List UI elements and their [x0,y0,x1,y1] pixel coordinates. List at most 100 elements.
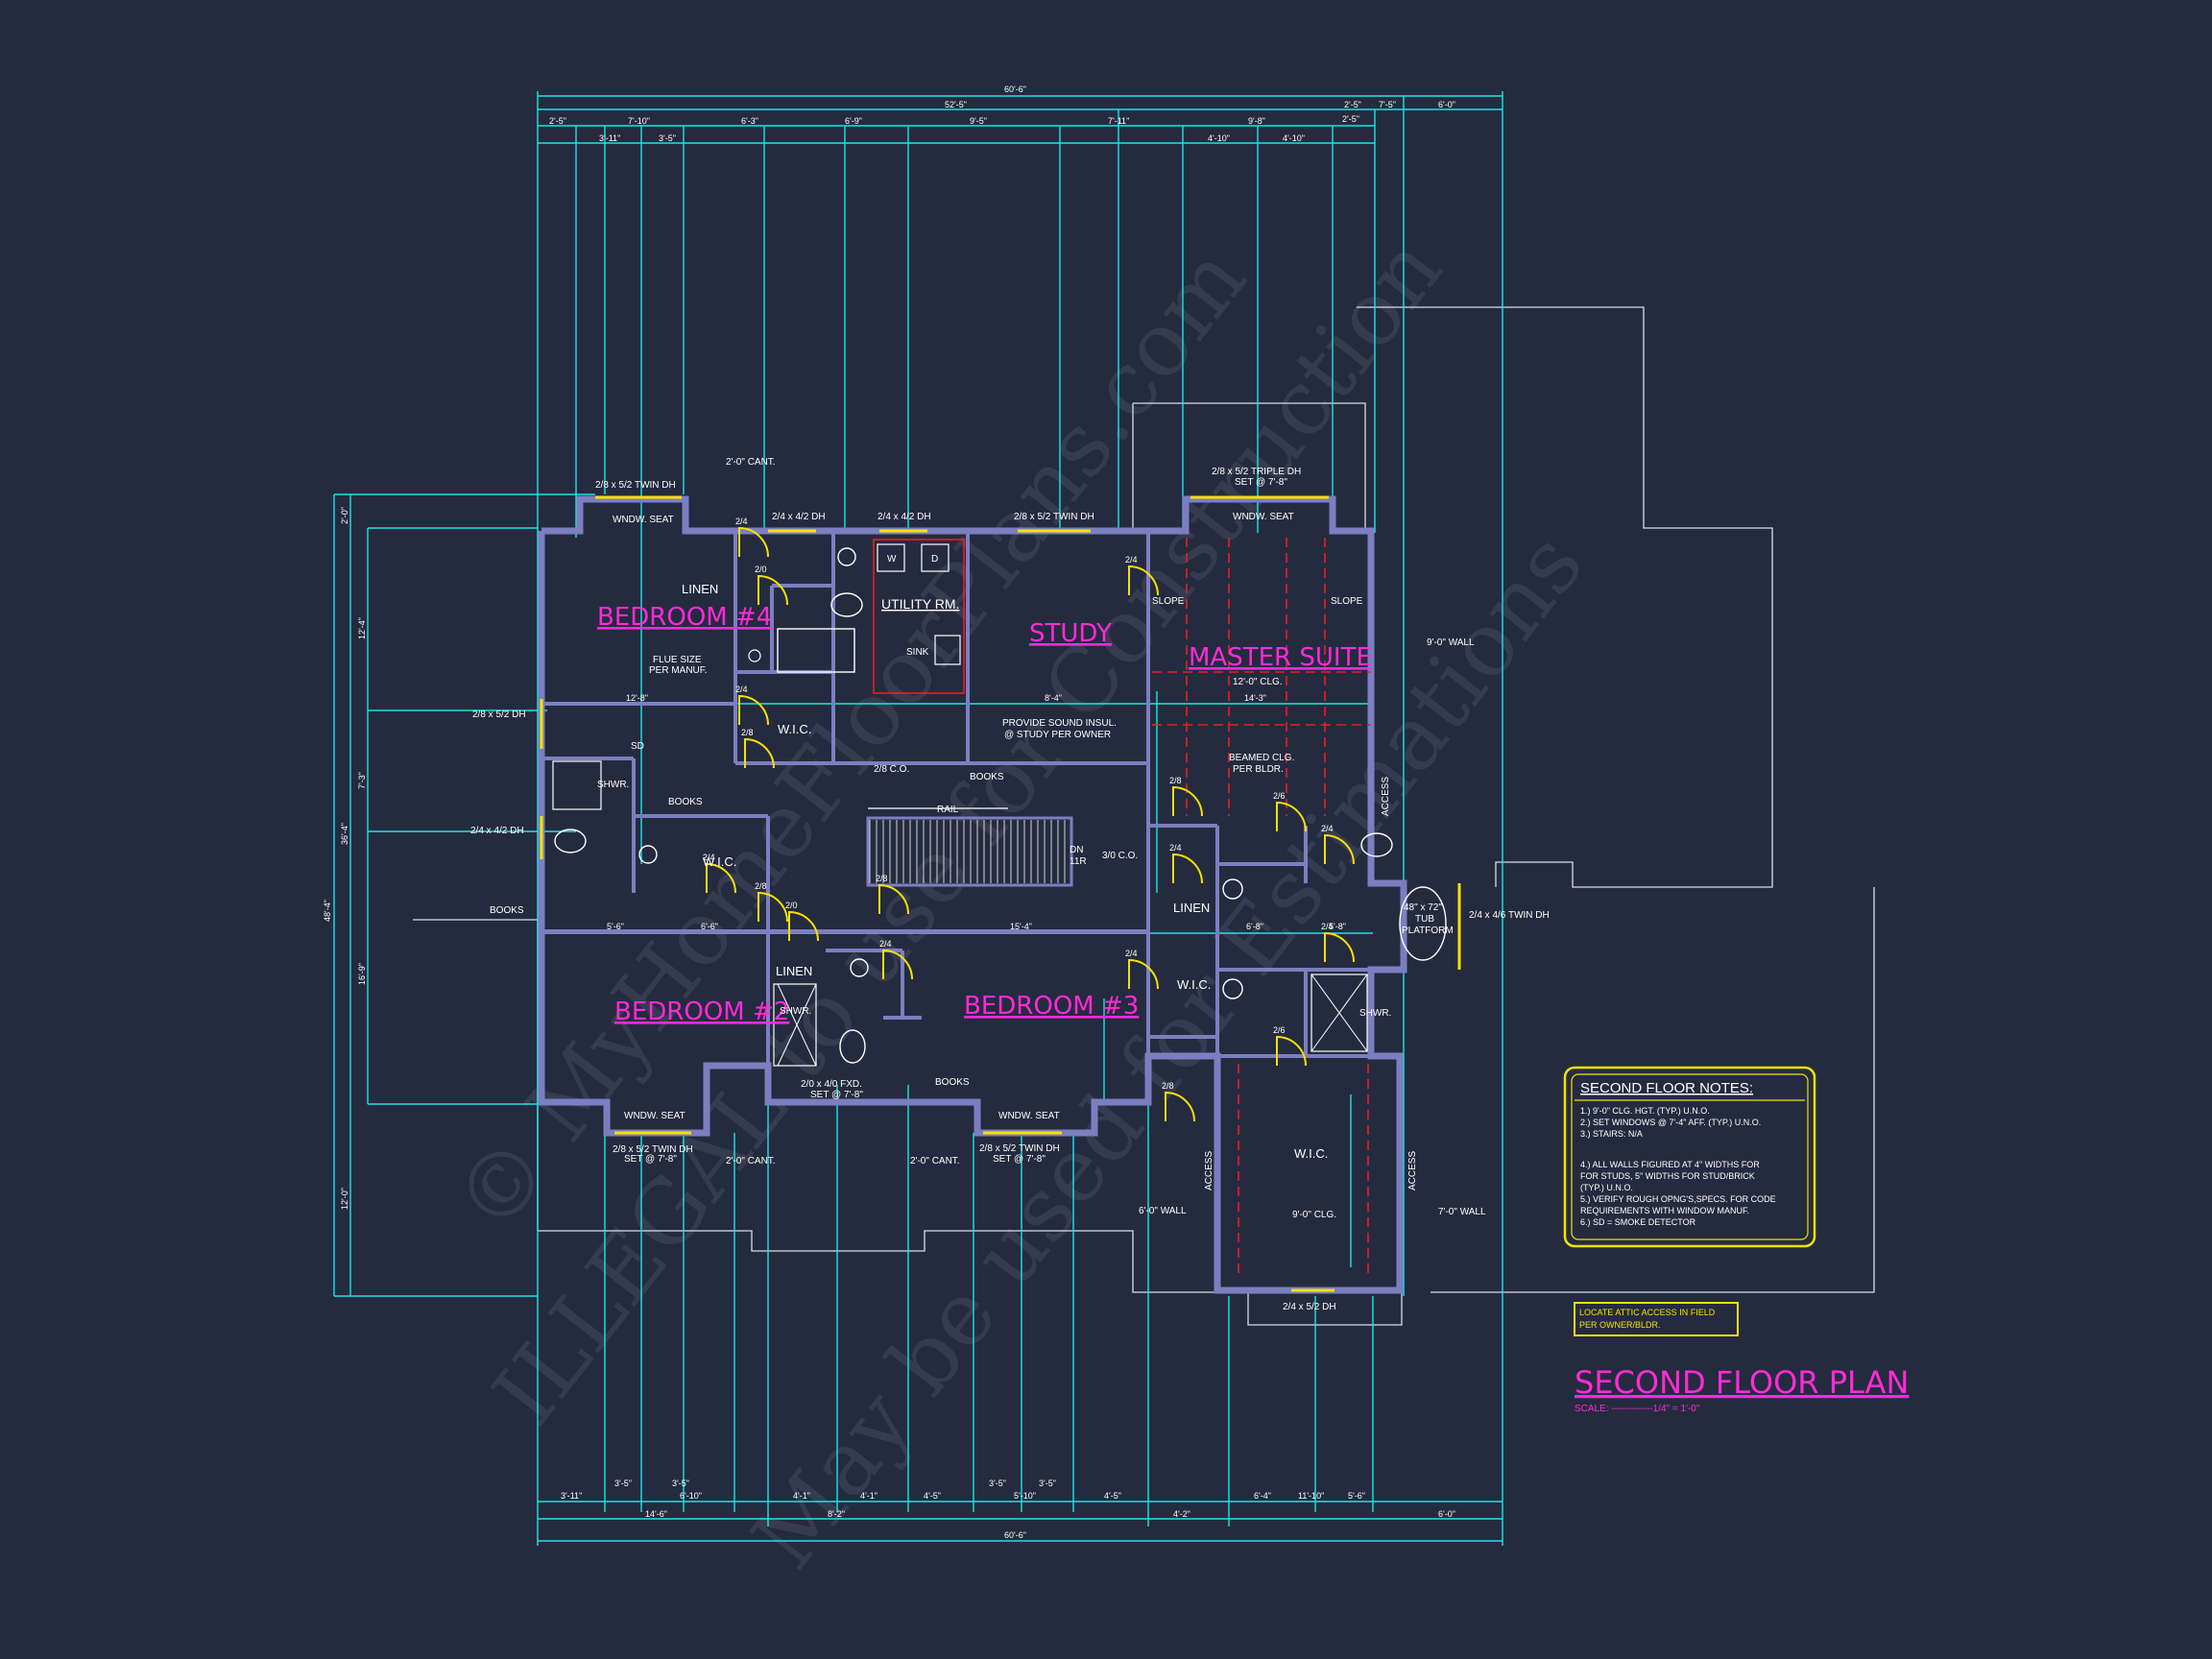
dim-top-row-2: 6'-3" [741,116,758,126]
dim-bottom-overall: 60'-6" [1004,1530,1026,1540]
dim-bottom-row-8: 11'-10" [1298,1491,1324,1501]
dim-int-4: 5'-6" [607,922,624,931]
tub-label-3: PLATFORM [1402,926,1454,936]
wic-label-4: W.I.C. [1294,1146,1328,1161]
wall-9-label: 9'-0" WALL [1427,637,1475,648]
dim-bottom-row2-1: 3'-5" [672,1479,689,1488]
window-label-left-1: 2/8 x 5/2 DH [472,709,526,720]
door-swing [744,737,775,769]
door-swing [1276,1035,1307,1067]
dim-left-c: 2'-0" [340,507,349,524]
washer [877,543,905,572]
dim-top-row2-0: 3'-11" [599,133,620,143]
windows [540,495,1461,1292]
window-seat-label-3: WNDW. SEAT [624,1111,685,1121]
attic-note-line-0: LOCATE ATTIC ACCESS IN FIELD [1579,1308,1716,1317]
dim-top-overall: 60'-6" [1004,84,1026,94]
dim-left-row-1: 7'-3" [357,772,367,789]
door-swing [738,694,769,726]
fixtures [552,543,1447,1067]
linen-label-3: LINEN [776,964,812,978]
access-label-3: ACCESS [1407,1151,1418,1190]
bathtub-b4 [777,628,855,673]
door-swing [1172,785,1203,817]
dim-top-row-7: 2'-5" [1344,100,1361,109]
toilet-b4 [830,592,863,617]
sink-bath [850,958,869,977]
window-label-top-study: 2/8 x 5/2 TWIN DH [1014,512,1094,522]
beamed-ceiling [873,538,1371,1277]
toilet-bath [839,1029,866,1064]
wall-7-label: 7'-0" WALL [1438,1207,1486,1217]
wic-label-3: W.I.C. [1177,977,1211,992]
door-size-label: 2/4 [1125,555,1138,565]
dim-left-a: 36'-4" [340,823,349,845]
second-floor-notes: SECOND FLOOR NOTES: 1.) 9'-0" CLG. HGT. … [1563,1066,1816,1248]
door-swing [738,526,769,558]
room-labels: BEDROOM #4 STUDY MASTER SUITE BEDROOM #2… [597,596,1372,1026]
dim-int-1: 8'-4" [1045,693,1062,703]
dim-top-row-6: 9'-8" [1248,116,1265,126]
dim-int-7: 5'-8" [1329,922,1346,931]
dim-top-row-3: 6'-9" [845,116,862,126]
dim-top-row2-3: 4'-10" [1283,133,1305,143]
window-seat-label-1: WNDW. SEAT [613,515,674,525]
door-swing [1324,833,1355,865]
dryer-label: D [931,554,938,565]
door-size-label: 2/8 [876,874,888,883]
wic-label-2: W.I.C. [703,854,736,869]
sink-b4 [837,547,856,566]
dim-bottom-sub-1: 8'-2" [828,1509,845,1519]
door-size-label: 2/4 [879,939,892,949]
note-line-2: 3.) STAIRS: N/A [1580,1129,1643,1139]
window-label-b3-1: 2/8 x 5/2 TWIN DH [979,1143,1060,1154]
room-label-utility: UTILITY RM. [881,596,959,612]
dim-bottom-row-4: 4'-5" [924,1491,941,1501]
note-line-4: 4.) ALL WALLS FIGURED AT 4" WIDTHS FOR [1580,1160,1760,1169]
door-swings: 2/42/02/42/82/82/42/62/42/42/82/02/42/82… [703,517,1355,1122]
dimension-text: 60'-6" 52'-5" 2'-5" 6'-0" 7'-5" 2'-5" 7'… [323,84,1455,1540]
window-label-top-b4: 2/4 x 4/2 DH [772,512,826,522]
door-size-label: 2/4 [1169,843,1182,853]
window-label-bath-1: 2/0 x 4/0 FXD. [801,1079,862,1090]
shower-master [1310,974,1368,1052]
door-swing [706,862,736,894]
drawing-title-text: SECOND FLOOR PLAN [1575,1364,1909,1401]
note-line-8: REQUIREMENTS WITH WINDOW MANUF. [1580,1206,1749,1215]
cantilever-label-2: 2'-0" CANT. [726,1156,776,1166]
dim-int-6: 6'-8" [1246,922,1263,931]
window-label-b3-2: SET @ 7'-8" [993,1154,1046,1165]
ceiling-12-label: 12'-0" CLG. [1233,677,1283,687]
attic-access-note: LOCATE ATTIC ACCESS IN FIELD PER OWNER/B… [1574,1302,1739,1336]
room-label-bedroom-2: BEDROOM #2 [614,998,789,1026]
door-size-label: 2/8 [1169,776,1182,785]
window-label-bath-2: SET @ 7'-8" [810,1090,863,1100]
door-size-label: 2/8 [1162,1081,1174,1091]
room-label-master-suite: MASTER SUITE [1189,643,1372,672]
dim-top-right-2: 6'-0" [1438,100,1455,109]
window-label-top-left: 2/8 x 5/2 TWIN DH [595,480,676,491]
flue-label-1: FLUE SIZE [653,655,702,665]
door-size-label: 2/0 [755,565,767,574]
wall-6-label: 6'-0" WALL [1139,1206,1187,1216]
note-line-5: FOR STUDS, 5" WIDTHS FOR STUD/BRICK [1580,1171,1755,1181]
dim-int-0: 12'-8" [626,693,648,703]
stair-treads [869,820,1066,883]
dim-bottom-row-9: 5'-6" [1348,1491,1365,1501]
dim-left-row-2: 16'-9" [357,963,367,985]
dryer [921,543,950,572]
dim-bottom-sub-3: 6'-0" [1438,1509,1455,1519]
sound-label-1: PROVIDE SOUND INSUL. [1002,718,1117,729]
stair-risers-label: 11R [1070,856,1087,867]
door-swing [757,891,788,923]
note-line-0: 1.) 9'-0" CLG. HGT. (TYP.) U.N.O. [1580,1106,1710,1116]
stairs [866,807,1073,887]
door-size-label: 2/4 [1125,949,1138,958]
window-label-left-2: 2/4 x 4/2 DH [470,826,524,836]
dim-bottom-row-2: 4'-1" [793,1491,810,1501]
shower-bath [773,983,817,1067]
wic-label-1: W.I.C. [778,722,811,736]
dim-bottom-row-0: 3'-11" [561,1491,582,1501]
books-label-1: BOOKS [668,797,703,807]
attic-note-line-1: PER OWNER/BLDR. [1579,1320,1661,1330]
